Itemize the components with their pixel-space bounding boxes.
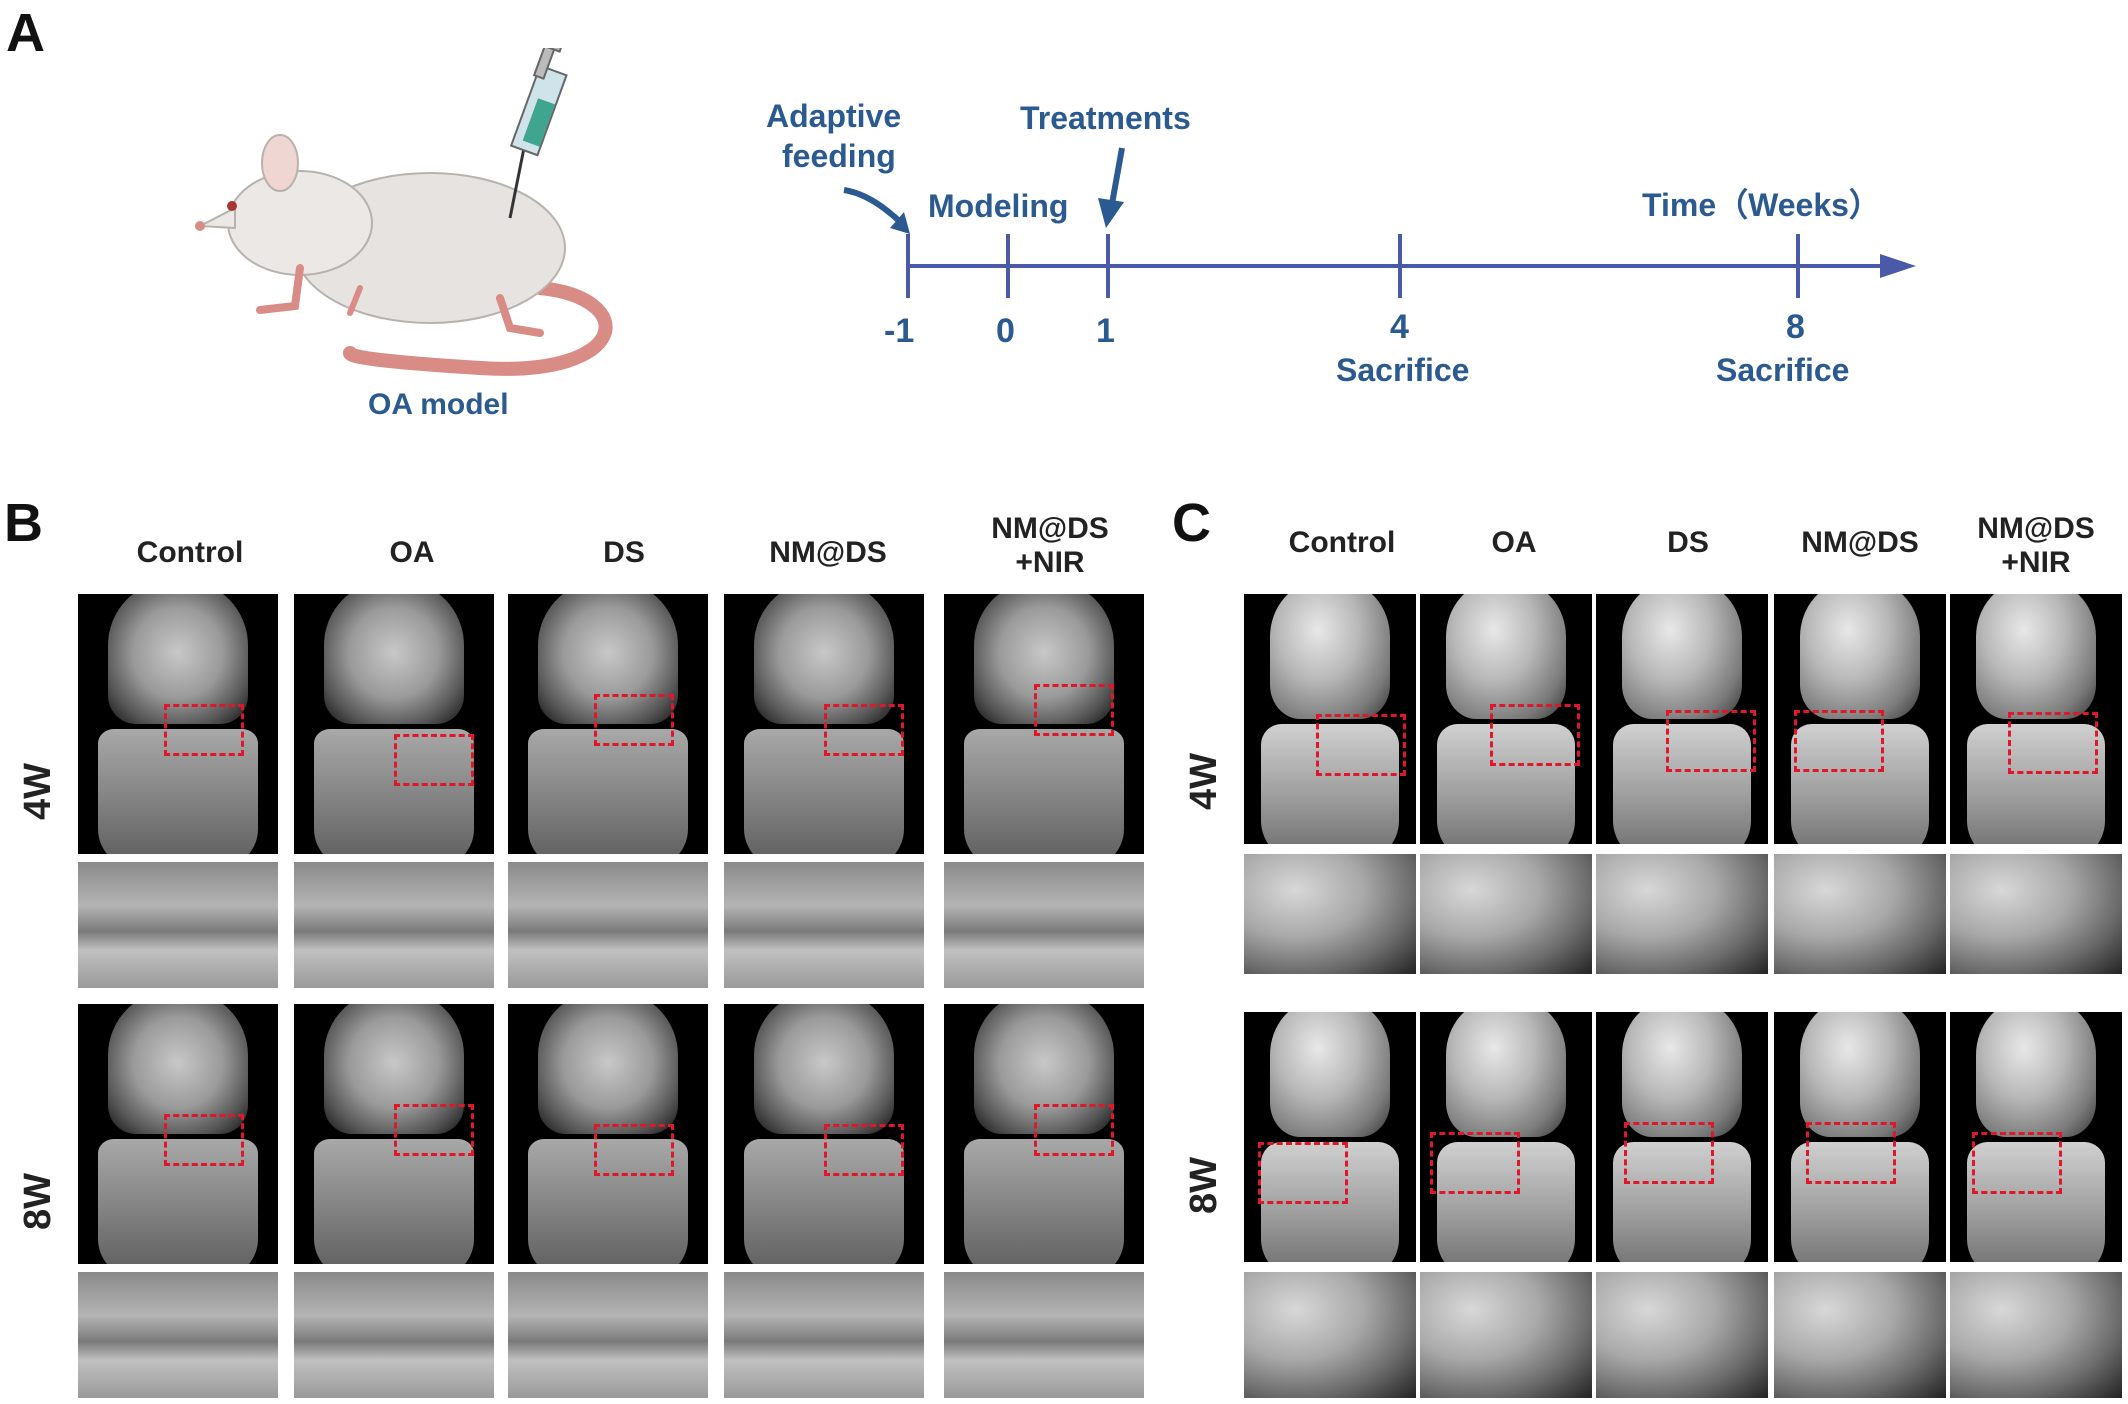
microct-zoom-8w-3 [1774,1272,1946,1398]
roi-box-c-0-4 [2008,712,2098,774]
roi-box-c-0-1 [1490,704,1580,766]
c-row-4w: 4W [1183,753,1225,810]
roi-box-c-0-2 [1666,710,1756,772]
xray-zoom-8w-3 [724,1272,924,1398]
rat-body [195,134,566,337]
xray-zoom-8w-2 [508,1272,708,1398]
xray-zoom-8w-1 [294,1272,494,1398]
xray-zoom-4w-3 [724,862,924,988]
sacrifice-label-8: Sacrifice [1716,352,1850,388]
xray-zoom-8w-0 [78,1272,278,1398]
roi-box-c-1-1 [1430,1132,1520,1194]
microct-zoom-8w-2 [1596,1272,1768,1398]
label-feeding: feeding [782,138,896,174]
panel-letter-c: C [1172,493,1211,553]
microct-image-4w-0 [1244,594,1416,844]
roi-box-c-1-3 [1806,1122,1896,1184]
panel-letter-b: B [4,493,43,553]
roi-box-b-1-2 [594,1124,674,1176]
tick-label-4: 4 [1390,308,1409,346]
roi-box-c-1-0 [1258,1142,1348,1204]
arrow-treatments [1098,147,1125,228]
microct-image-4w-3 [1774,594,1946,844]
syringe-icon [508,48,568,219]
b-col-oa: OA [389,536,435,569]
tick-label-1: 1 [1096,312,1115,350]
roi-box-b-0-3 [824,704,904,756]
xray-zoom-8w-4 [944,1272,1144,1398]
label-modeling: Modeling [928,188,1069,224]
roi-box-c-0-0 [1316,714,1406,776]
roi-box-b-0-1 [394,734,474,786]
label-treatments: Treatments [1020,100,1191,136]
microct-zoom-4w-4 [1950,854,2122,974]
xray-zoom-4w-1 [294,862,494,988]
xray-image-8w-0 [78,1004,278,1264]
c-row-8w: 8W [1183,1157,1225,1214]
b-row-8w: 8W [17,1173,59,1230]
roi-box-b-1-0 [164,1114,244,1166]
xray-image-4w-4 [944,594,1144,854]
roi-box-b-0-2 [594,694,674,746]
xray-image-4w-2 [508,594,708,854]
xray-zoom-4w-4 [944,862,1144,988]
xray-image-4w-0 [78,594,278,854]
arrow-adaptive-feeding [843,187,910,234]
microct-image-4w-2 [1596,594,1768,844]
c-col-control: Control [1288,526,1396,559]
axis-title: Time（Weeks） [1642,187,1881,223]
b-col-nmds: NM@DS [769,536,887,569]
roi-box-c-1-2 [1624,1122,1714,1184]
xray-zoom-4w-0 [78,862,278,988]
c-col-ds: DS [1667,526,1709,559]
roi-box-b-1-3 [824,1124,904,1176]
microct-zoom-8w-0 [1244,1272,1416,1398]
c-col-nmds: NM@DS [1801,526,1919,559]
timeline-axis [906,234,1916,298]
microct-zoom-4w-1 [1420,854,1592,974]
microct-image-8w-4 [1950,1012,2122,1262]
microct-image-4w-1 [1420,594,1592,844]
roi-box-c-1-4 [1972,1132,2062,1194]
tick-label-0: 0 [996,312,1015,350]
tick-label-8: 8 [1786,308,1805,346]
roi-box-b-0-0 [164,704,244,756]
sacrifice-label-4: Sacrifice [1336,352,1470,388]
rat-tail [343,281,613,376]
xray-image-4w-1 [294,594,494,854]
c-col-oa: OA [1491,526,1537,559]
xray-image-8w-4 [944,1004,1144,1264]
microct-zoom-8w-1 [1420,1272,1592,1398]
b-col-nmds-nir: NM@DS +NIR [991,512,1109,579]
microct-image-8w-3 [1774,1012,1946,1262]
microct-zoom-4w-2 [1596,854,1768,974]
roi-box-c-0-3 [1794,710,1884,772]
microct-image-4w-4 [1950,594,2122,844]
label-adaptive: Adaptive [766,98,902,134]
b-col-control: Control [136,536,244,569]
c-col-nmds-nir: NM@DS +NIR [1977,512,2095,579]
microct-image-8w-0 [1244,1012,1416,1262]
xray-zoom-4w-2 [508,862,708,988]
tick-label-minus1: -1 [884,312,915,350]
b-row-4w: 4W [17,763,59,820]
xray-image-8w-2 [508,1004,708,1264]
model-label: OA model [368,388,509,421]
roi-box-b-0-4 [1034,684,1114,736]
b-col-ds: DS [603,536,645,569]
microct-image-8w-1 [1420,1012,1592,1262]
panel-letter-a: A [6,3,45,63]
roi-box-b-1-1 [394,1104,474,1156]
microct-zoom-4w-3 [1774,854,1946,974]
microct-zoom-8w-4 [1950,1272,2122,1398]
microct-zoom-4w-0 [1244,854,1416,974]
roi-box-b-1-4 [1034,1104,1114,1156]
rat-illustration [195,48,613,376]
